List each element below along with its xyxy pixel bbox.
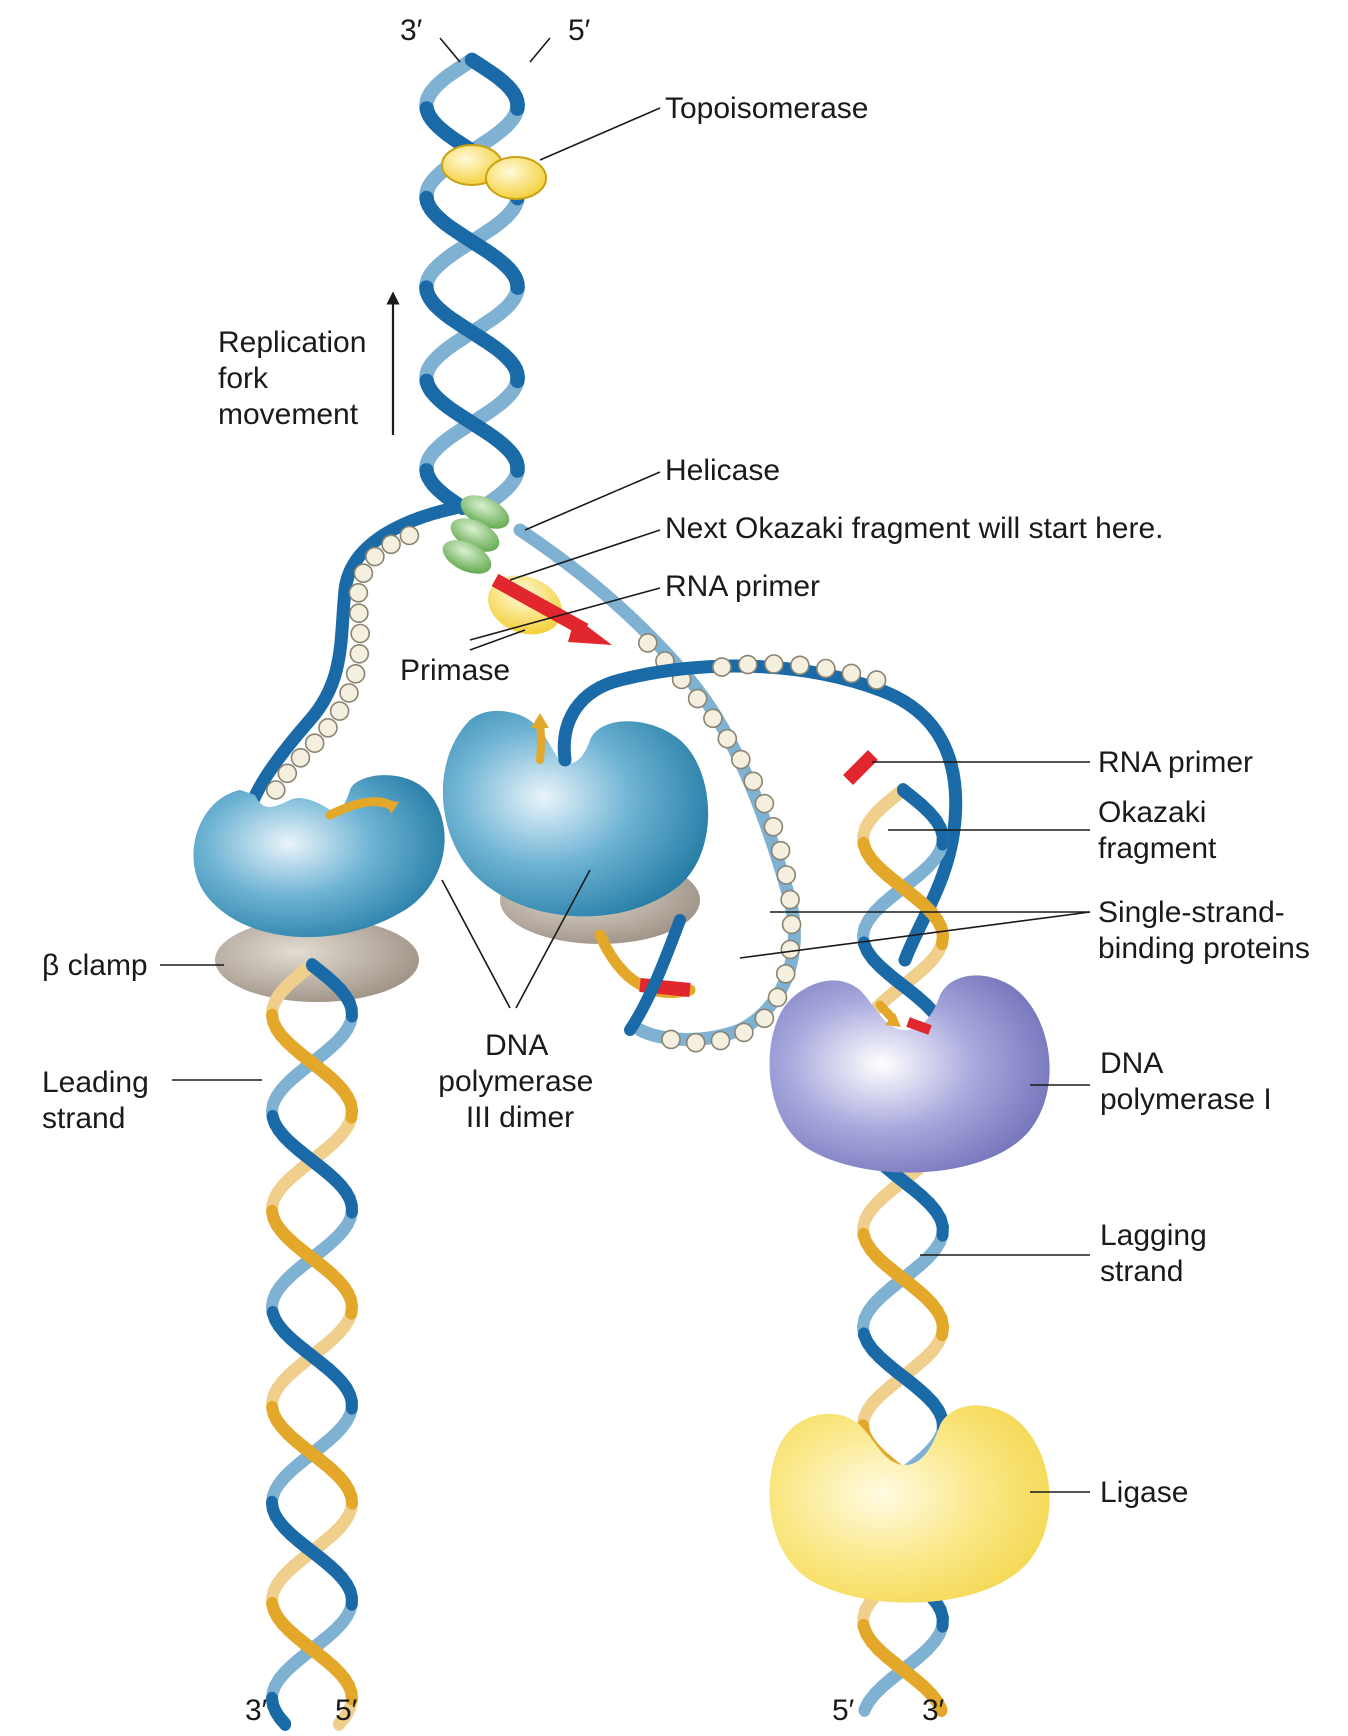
label-leading-strand: Leading strand xyxy=(42,1066,157,1135)
leading-template-strand xyxy=(243,501,462,817)
label-ssb-proteins: Single-strand- binding proteins xyxy=(1098,896,1310,965)
helicase xyxy=(442,495,510,574)
ligase xyxy=(769,1405,1050,1603)
rna-primer-new xyxy=(491,573,589,637)
label-ligase: Ligase xyxy=(1100,1476,1188,1509)
leader-lines xyxy=(160,37,1091,1493)
label-fork-movement-line2: fork xyxy=(218,362,269,395)
label-pol1-line1: DNA xyxy=(1100,1047,1163,1080)
label-lagging-line1: Lagging xyxy=(1100,1219,1207,1252)
synthesis-arrow-left xyxy=(385,800,399,814)
rna-primer-right xyxy=(843,750,878,785)
leading-strand-duplex xyxy=(265,958,359,1731)
label-pol3-line3: III dimer xyxy=(466,1101,574,1134)
label-helicase: Helicase xyxy=(665,454,780,487)
topoisomerase xyxy=(441,144,547,200)
label-pol1-line2: polymerase I xyxy=(1100,1083,1272,1116)
label-rna-primer-top: RNA primer xyxy=(665,570,820,603)
label-ssb-line1: Single-strand- xyxy=(1098,896,1285,929)
right-3prime-end: 3′ xyxy=(922,1694,945,1727)
synthesis-arrow-pol1 xyxy=(885,1013,901,1027)
label-dna-pol-iii: DNA polymerase III dimer xyxy=(438,1029,601,1134)
left-5prime-end: 5′ xyxy=(335,1694,358,1727)
label-next-okazaki: Next Okazaki fragment will start here. xyxy=(665,512,1164,545)
dna-polymerase-iii-left xyxy=(193,775,445,1002)
label-lagging-line2: strand xyxy=(1100,1255,1183,1288)
label-okazaki-line2: fragment xyxy=(1098,832,1217,865)
label-primase: Primase xyxy=(400,654,510,687)
label-okazaki-line1: Okazaki xyxy=(1098,796,1206,829)
ssb-proteins-lagging xyxy=(637,633,802,1053)
label-rna-primer-right: RNA primer xyxy=(1098,746,1253,779)
top-3prime-end: 3′ xyxy=(400,14,423,47)
rna-primer-arrowhead xyxy=(568,617,612,645)
beta-clamp-left xyxy=(215,918,419,1002)
label-leading-line1: Leading xyxy=(42,1066,149,1099)
label-fork-movement: Replication fork movement xyxy=(218,326,375,431)
lagging-loop-strand xyxy=(557,659,963,967)
label-leading-line2: strand xyxy=(42,1102,125,1135)
label-dna-pol-i: DNA polymerase I xyxy=(1100,1047,1272,1116)
parental-dna-helix xyxy=(419,52,525,515)
label-fork-movement-line1: Replication xyxy=(218,326,366,359)
primase xyxy=(488,575,562,635)
dna-polymerase-iii-right xyxy=(442,710,709,944)
right-5prime-end: 5′ xyxy=(832,1694,855,1727)
end-labels: 3′ 5′ 3′ 5′ 5′ 3′ xyxy=(245,14,945,1727)
top-5prime-end: 5′ xyxy=(568,14,591,47)
label-beta-clamp: β clamp xyxy=(42,949,148,982)
label-topoisomerase: Topoisomerase xyxy=(665,92,868,125)
synthesis-arrow-middle xyxy=(531,713,549,728)
label-lagging-strand: Lagging strand xyxy=(1100,1219,1215,1288)
label-fork-movement-line3: movement xyxy=(218,398,359,431)
ssb-proteins-loop xyxy=(712,654,887,690)
ssb-proteins-left xyxy=(265,525,420,800)
dna-polymerase-i xyxy=(769,975,1050,1173)
label-pol3-line2: polymerase xyxy=(438,1065,593,1098)
label-pol3-line1: DNA xyxy=(485,1029,548,1062)
left-3prime-end: 3′ xyxy=(245,1694,268,1727)
label-ssb-line2: binding proteins xyxy=(1098,932,1310,965)
label-okazaki-fragment: Okazaki fragment xyxy=(1098,796,1217,865)
